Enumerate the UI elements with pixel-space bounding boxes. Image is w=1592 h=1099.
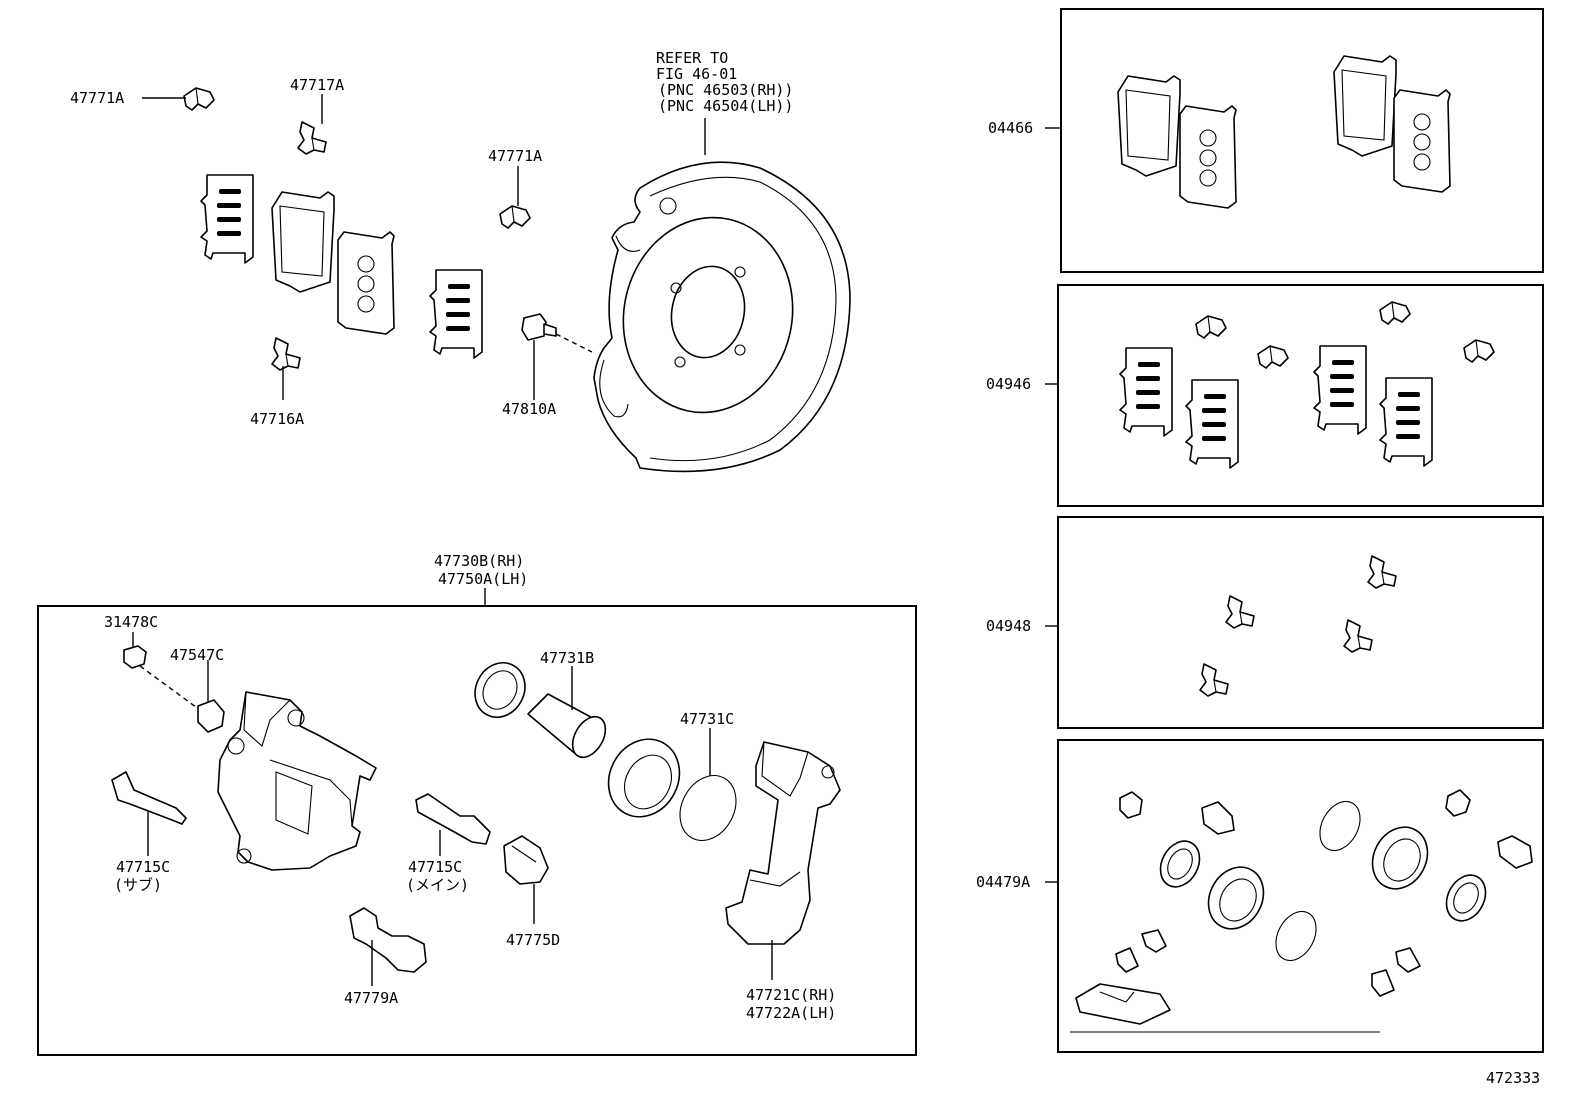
label-47779a: 47779A — [344, 989, 398, 1007]
boot-47775d[interactable] — [503, 835, 549, 885]
caliper-section: 31478C 47547C 47715C (サブ) 4771 — [104, 613, 841, 1022]
label-mount-lh: 47722A(LH) — [746, 1004, 836, 1022]
pad-backplate[interactable] — [337, 231, 395, 335]
kit-04946-contents[interactable] — [1119, 301, 1495, 469]
pin-47779a[interactable] — [349, 907, 427, 973]
kit-04479a-contents[interactable] — [1070, 789, 1533, 1033]
kit-04946-box — [1057, 284, 1544, 507]
label-47716a: 47716A — [250, 410, 304, 428]
label-caliper-lh: 47750A(LH) — [438, 570, 528, 588]
pin-47715c-sub[interactable] — [111, 771, 187, 825]
kit-04948-box — [1057, 516, 1544, 729]
label-kit-04946: 04946 — [986, 375, 1031, 393]
label-47731b: 47731B — [540, 649, 594, 667]
refer-line-2: FIG 46-01 — [656, 65, 737, 83]
spring-47716a[interactable] — [271, 337, 301, 371]
ring-47731c[interactable] — [669, 766, 747, 850]
refer-line-1: REFER TO — [656, 49, 728, 67]
label-mount-rh: 47721C(RH) — [746, 986, 836, 1004]
piston[interactable] — [527, 693, 612, 763]
label-47715c-main: 47715C — [408, 858, 462, 876]
label-47771a-mid: 47771A — [488, 147, 542, 165]
pad-section: 47771A 47717A 47716A 47771A 47810A — [70, 76, 593, 428]
label-caliper-rh: 47730B(RH) — [434, 552, 524, 570]
label-47810a: 47810A — [502, 400, 556, 418]
label-47715c-sub-note: (サブ) — [114, 876, 162, 894]
clip-47771a-top[interactable] — [183, 87, 215, 111]
piston-seal[interactable] — [595, 727, 693, 830]
caliper-assembly-box — [37, 605, 917, 1056]
pad-inner[interactable] — [271, 191, 335, 293]
spring-47717a[interactable] — [297, 121, 327, 155]
caliper-body[interactable] — [217, 691, 377, 871]
shim-outer-left[interactable] — [200, 174, 254, 264]
cap-31478c[interactable] — [123, 645, 201, 711]
bolt-47810a[interactable] — [521, 313, 593, 353]
pin-47715c-main[interactable] — [415, 793, 491, 845]
refer-line-4: (PNC 46504(LH)) — [658, 97, 793, 115]
caliper-mounting[interactable] — [725, 741, 841, 945]
label-kit-04479a: 04479A — [976, 873, 1030, 891]
ring-47731b[interactable] — [466, 654, 535, 726]
figure-number: 472333 — [1486, 1069, 1540, 1087]
kit-04948-contents[interactable] — [1199, 555, 1397, 697]
bleeder-47547c[interactable] — [197, 699, 225, 733]
shim-outer-right[interactable] — [429, 269, 483, 359]
kit-04479a-box — [1057, 739, 1544, 1053]
label-47775d: 47775D — [506, 931, 560, 949]
label-31478c: 31478C — [104, 613, 158, 631]
label-47547c: 47547C — [170, 646, 224, 664]
label-47715c-sub: 47715C — [116, 858, 170, 876]
backing-plate[interactable] — [593, 118, 851, 473]
label-47715c-main-note: (メイン) — [406, 876, 469, 894]
kit-04466-box — [1060, 8, 1544, 273]
label-47717a: 47717A — [290, 76, 344, 94]
refer-line-3: (PNC 46503(RH)) — [658, 81, 793, 99]
kit-04466-contents[interactable] — [1117, 55, 1451, 209]
clip-47771a-mid[interactable] — [499, 205, 531, 229]
label-kit-04948: 04948 — [986, 617, 1031, 635]
label-kit-04466: 04466 — [988, 119, 1033, 137]
label-47731c: 47731C — [680, 710, 734, 728]
label-47771a-top: 47771A — [70, 89, 124, 107]
